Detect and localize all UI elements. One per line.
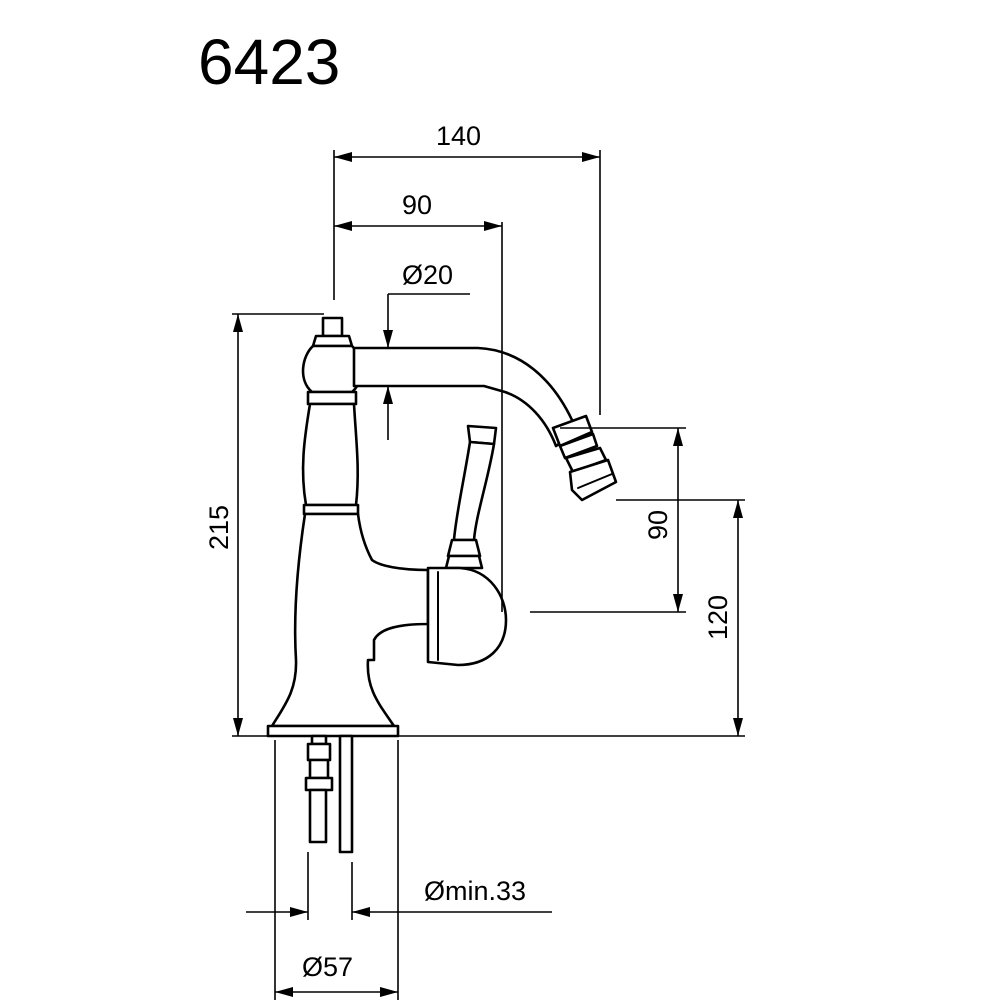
- dimension-215: 215: [204, 313, 324, 736]
- dimension-140-label: 140: [436, 121, 481, 151]
- dimension-d57-label: Ø57: [302, 952, 353, 982]
- model-number: 6423: [198, 26, 340, 98]
- dimension-90-reach-label: 90: [402, 190, 432, 220]
- dimension-d20: Ø20: [383, 260, 470, 440]
- dimension-90-vertical: 90: [530, 427, 686, 613]
- supply-pipes: [304, 734, 354, 854]
- faucet-body: [266, 316, 430, 738]
- dimension-min33: Ømin.33: [246, 852, 552, 920]
- dimension-d20-label: Ø20: [402, 260, 453, 290]
- dimension-90-vertical-label: 90: [643, 510, 673, 540]
- dimension-90-reach: 90: [334, 190, 503, 612]
- dimension-140: 140: [333, 121, 601, 415]
- dimension-120: 120: [616, 499, 745, 736]
- spout: [352, 346, 618, 502]
- dimension-d57: Ø57: [274, 740, 399, 1000]
- dimension-215-label: 215: [204, 505, 234, 550]
- dimension-min33-label: Ømin.33: [424, 876, 526, 906]
- dimension-120-label: 120: [703, 595, 733, 640]
- lever-handle: [426, 424, 508, 667]
